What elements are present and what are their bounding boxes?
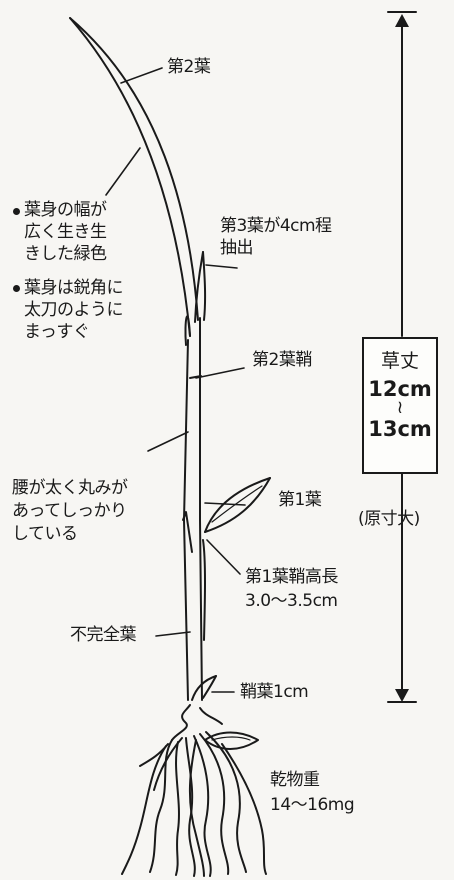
label-leaf-1: 第1葉 — [278, 490, 322, 510]
height-title: 草丈 — [380, 350, 419, 372]
roots — [121, 704, 267, 877]
label-dry-weight-1: 乾物重 — [270, 770, 320, 790]
bullet-dot — [13, 208, 20, 215]
second-leaf-blade — [69, 17, 199, 346]
seed — [204, 731, 259, 750]
label-incomplete-leaf: 不完全葉 — [70, 625, 137, 645]
label-leaf-color-2: 広く生き生 — [24, 222, 107, 242]
label-leaf-2: 第2葉 — [167, 57, 211, 77]
label-leaf-color-1: 葉身の幅が — [24, 200, 107, 220]
coleoptile — [191, 675, 217, 701]
label-leaf-shape-2: 太刀のように — [24, 300, 124, 320]
label-scale: (原寸大) — [358, 509, 420, 529]
label-leaf-3-line2: 抽出 — [220, 238, 254, 258]
label-sheath-2: 第2葉鞘 — [252, 350, 312, 370]
height-arrow — [387, 11, 417, 703]
height-tilde: ≀ — [396, 397, 404, 418]
leader-lines — [105, 67, 246, 693]
label-leaf-shape-3: まっすぐ — [24, 322, 90, 342]
label-leaf-shape-1: 葉身は鋭角に — [24, 278, 124, 298]
plant-height-box: 草丈 12cm ≀ 13cm — [362, 337, 438, 474]
label-dry-weight-2: 14〜16mg — [270, 795, 355, 815]
third-leaf — [194, 251, 207, 323]
label-leaf-3-line1: 第3葉が4cm程 — [220, 216, 332, 236]
first-sheath — [182, 511, 206, 641]
label-waist-2: あってしっかり — [12, 501, 127, 521]
label-leaf-color-3: きした緑色 — [24, 244, 107, 264]
label-coleoptile: 鞘葉1cm — [240, 682, 309, 702]
label-waist-3: している — [12, 524, 78, 544]
label-sheath-1-line1: 第1葉鞘高長 — [245, 567, 338, 587]
bullet-dot — [13, 285, 20, 292]
label-sheath-1-line2: 3.0〜3.5cm — [245, 591, 338, 611]
height-min: 12cm — [368, 377, 432, 401]
stem — [183, 317, 203, 701]
label-waist-1: 腰が太く丸みが — [12, 478, 128, 498]
height-max: 13cm — [368, 417, 432, 441]
first-leaf — [204, 477, 271, 533]
